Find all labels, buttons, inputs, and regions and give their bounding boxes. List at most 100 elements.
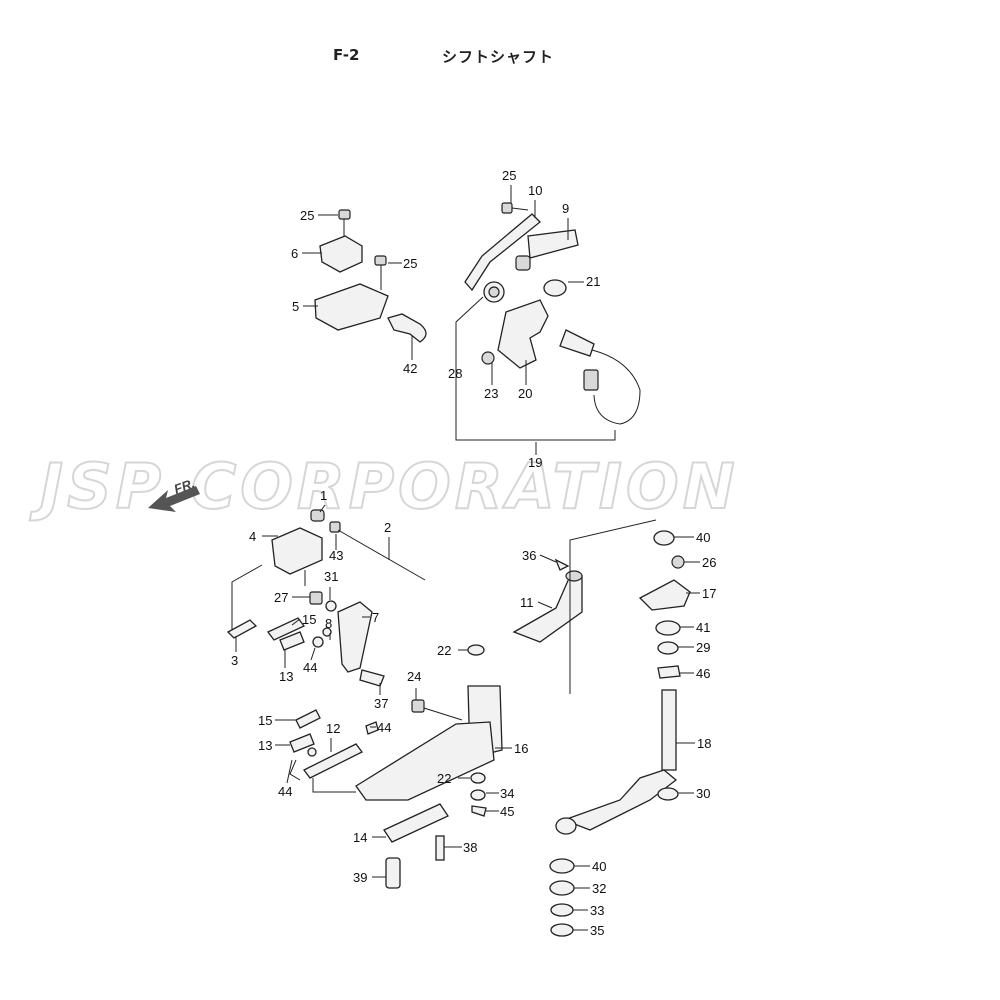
callout-35: 35 — [590, 923, 604, 938]
callout-22: 22 — [437, 771, 451, 786]
lever-4 — [271, 527, 323, 575]
callout-43: 43 — [329, 548, 343, 563]
cover-6 — [319, 235, 363, 273]
nut-43 — [329, 521, 341, 533]
callout-14: 14 — [353, 830, 367, 845]
clip-44 — [312, 636, 324, 648]
callout-45: 45 — [500, 804, 514, 819]
bolt-39 — [385, 857, 401, 889]
clip-42 — [387, 313, 427, 343]
callout-3: 3 — [231, 653, 238, 668]
callout-42: 42 — [403, 361, 417, 376]
callout-4: 4 — [249, 529, 256, 544]
pin-36 — [554, 558, 570, 571]
callout-40: 40 — [592, 859, 606, 874]
bolt-25-head — [338, 209, 351, 220]
washer-22 — [467, 644, 485, 656]
leader-lines — [235, 185, 700, 931]
leader-44 — [286, 759, 293, 784]
callout-30: 30 — [696, 786, 710, 801]
callout-1: 1 — [320, 488, 327, 503]
link-mechanism — [226, 509, 426, 687]
callout-29: 29 — [696, 640, 710, 655]
washer-30 — [657, 787, 679, 801]
front-mark: FR. — [172, 476, 197, 497]
bracket-11-boss — [565, 570, 583, 582]
front-arrow-icon — [148, 486, 200, 512]
callout-37: 37 — [374, 696, 388, 711]
leader-36 — [539, 554, 557, 563]
nut-1 — [310, 509, 325, 522]
callout-25: 25 — [403, 256, 417, 271]
callout-6: 6 — [291, 246, 298, 261]
leader-44 — [310, 647, 316, 661]
callout-17: 17 — [702, 586, 716, 601]
washer-8 — [322, 627, 332, 637]
clip-44b — [307, 747, 317, 757]
diagram-code: F-2 — [333, 46, 360, 64]
callout-32: 32 — [592, 881, 606, 896]
watermark: JSP CORPORATION FR. — [28, 449, 739, 524]
callout-13: 13 — [258, 738, 272, 753]
joint-15 — [266, 617, 306, 641]
shaft-18 — [661, 689, 677, 771]
bolt-24 — [411, 699, 425, 713]
lever-16 — [355, 721, 495, 801]
washer-22b — [470, 772, 486, 784]
callout-18: 18 — [697, 736, 711, 751]
slider-14 — [383, 803, 449, 843]
joint-3 — [226, 619, 258, 639]
callout-2: 2 — [384, 520, 391, 535]
bolt-25c-shank — [511, 207, 529, 211]
callout-8: 8 — [325, 616, 332, 631]
callout-15: 15 — [258, 713, 272, 728]
joint-15b — [295, 709, 321, 729]
plate-12 — [303, 743, 363, 779]
joint-13b — [289, 733, 315, 753]
callout-28: 28 — [448, 366, 462, 381]
callout-44: 44 — [278, 784, 292, 799]
diagram-title: シフトシャフト — [442, 48, 555, 66]
clip-44c — [365, 721, 379, 735]
callout-9: 9 — [562, 201, 569, 216]
callout-38: 38 — [463, 840, 477, 855]
assembly-line-11 — [569, 519, 657, 694]
bracket-assembly-upper-left — [314, 209, 427, 343]
oring-29 — [657, 641, 679, 655]
holder-9 — [527, 229, 579, 259]
bushing-40b — [549, 858, 575, 874]
assembly-line-3 — [231, 564, 306, 630]
rod-2 — [337, 529, 426, 581]
screw-23 — [481, 351, 495, 365]
bolt-27 — [309, 591, 323, 605]
leader-1 — [319, 504, 326, 513]
clamp-21 — [543, 279, 567, 297]
holder-17 — [638, 579, 691, 611]
callout-7: 7 — [372, 610, 379, 625]
bolt-38 — [435, 835, 445, 861]
shaft-arm-18 — [562, 769, 678, 831]
washer-35 — [550, 923, 574, 937]
assembly-line-12 — [289, 759, 356, 793]
callout-21: 21 — [586, 274, 600, 289]
grommet-28-hole — [488, 286, 500, 298]
callout-12: 12 — [326, 721, 340, 736]
callout-16: 16 — [514, 741, 528, 756]
watermark-text: JSP CORPORATION — [29, 450, 739, 523]
callout-26: 26 — [702, 555, 716, 570]
washer-32 — [549, 880, 575, 896]
callout-44: 44 — [377, 720, 391, 735]
callout-44: 44 — [303, 660, 317, 675]
callout-27: 27 — [274, 590, 288, 605]
callout-39: 39 — [353, 870, 367, 885]
callout-19: 19 — [528, 455, 542, 470]
switch-body-19 — [559, 329, 595, 357]
callout-25: 25 — [502, 168, 516, 183]
callout-33: 33 — [590, 903, 604, 918]
cap-9 — [515, 255, 531, 271]
shift-shaft-assembly — [512, 519, 691, 937]
washer-34 — [470, 789, 486, 801]
shift-lever-assembly — [289, 644, 503, 889]
bracket-5 — [314, 283, 389, 331]
